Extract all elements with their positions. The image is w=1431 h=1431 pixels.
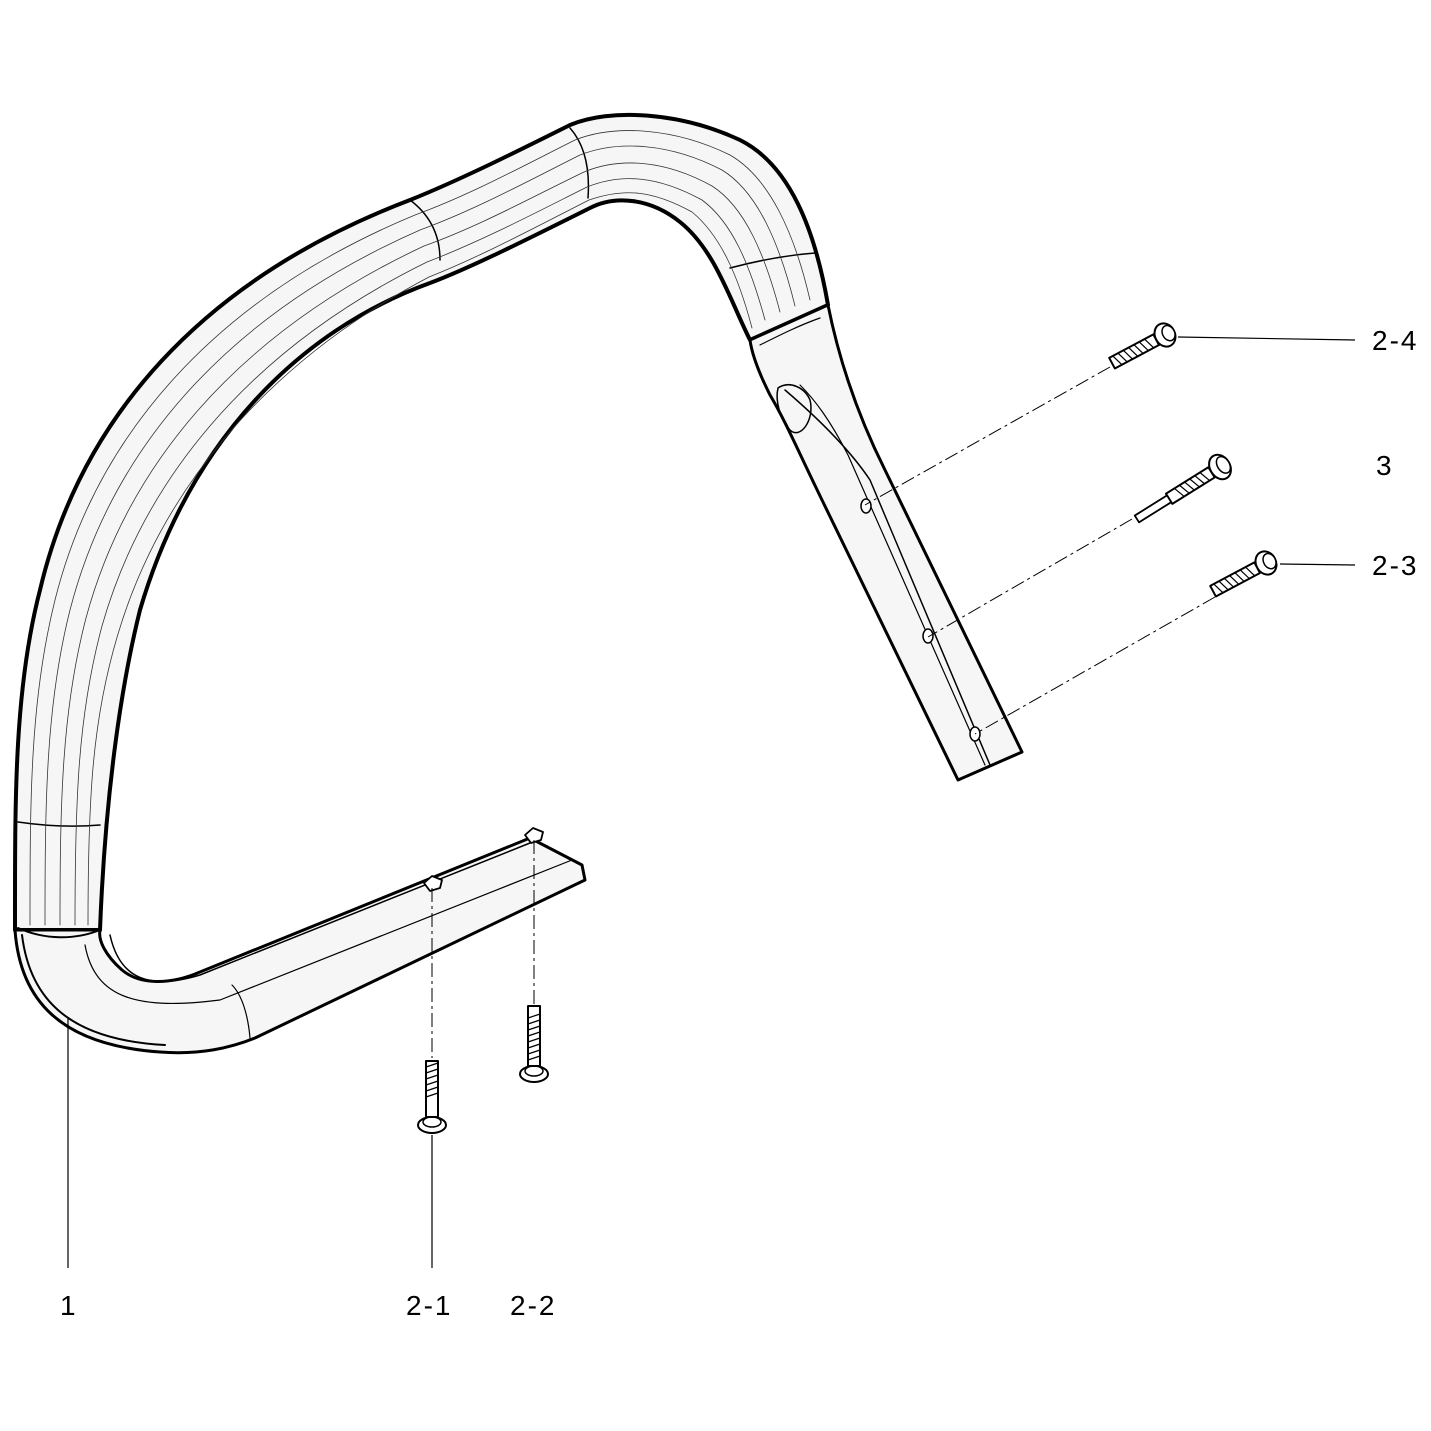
axis-2-3 bbox=[974, 596, 1216, 735]
bracket-flange bbox=[759, 317, 821, 346]
handle-bar-foot-ridge bbox=[84, 859, 573, 1005]
screw-2-3 bbox=[1209, 550, 1278, 598]
sleeve-joint-shoulder bbox=[729, 252, 816, 269]
handle-bar-bracket bbox=[748, 303, 1024, 782]
screw-2-1 bbox=[417, 1060, 447, 1134]
sleeve-joint-lower bbox=[17, 821, 101, 827]
handle-bar-tube bbox=[12, 112, 830, 932]
callout-2-1: 2-1 bbox=[406, 1290, 453, 1321]
bracket-groove bbox=[799, 384, 986, 766]
screw-2-2 bbox=[519, 1005, 549, 1083]
screw-3 bbox=[1133, 453, 1232, 524]
axis-3 bbox=[927, 518, 1133, 638]
bracket-hole-upper bbox=[860, 498, 872, 514]
leader-lines bbox=[67, 336, 1356, 1268]
grip-texture bbox=[29, 130, 811, 926]
handle-bar-part-1 bbox=[12, 112, 1024, 1055]
screw-2-4 bbox=[1108, 322, 1177, 370]
sleeve-joint-top bbox=[569, 127, 590, 199]
foot-hole-right bbox=[524, 827, 544, 844]
leader-2-4 bbox=[1177, 336, 1356, 341]
callout-2-4: 2-4 bbox=[1372, 325, 1419, 356]
callout-3: 3 bbox=[1376, 450, 1394, 481]
sleeve-joint-upper bbox=[409, 199, 441, 261]
sleeve-joint-bottom bbox=[17, 927, 101, 939]
assembly-axes bbox=[431, 366, 1216, 1058]
bracket-hole-middle bbox=[922, 628, 934, 644]
handle-bar-foot-rim bbox=[231, 984, 251, 1039]
callout-1: 1 bbox=[60, 1290, 78, 1321]
bracket-inner-edge bbox=[784, 389, 991, 766]
callout-2-2: 2-2 bbox=[510, 1290, 557, 1321]
handle-bar-foot-edge bbox=[21, 934, 166, 1046]
callout-2-3: 2-3 bbox=[1372, 550, 1419, 581]
handle-bar-foot-highlight bbox=[109, 842, 531, 983]
handle-bar-foot bbox=[13, 836, 587, 1055]
leader-2-3 bbox=[1279, 563, 1356, 566]
axis-2-4 bbox=[864, 366, 1111, 506]
bracket-slot bbox=[776, 384, 812, 434]
foot-hole-left bbox=[423, 875, 443, 892]
